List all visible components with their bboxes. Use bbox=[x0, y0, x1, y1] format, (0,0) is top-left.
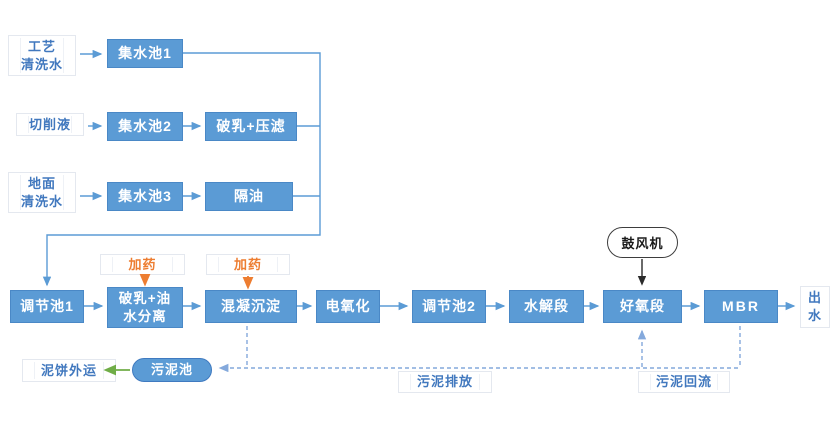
process-box-collection-pool-1: 集水池1 bbox=[107, 39, 183, 68]
process-box-electro-oxidation: 电氧化 bbox=[316, 290, 380, 323]
dosing-label-2: 加药 bbox=[206, 254, 290, 275]
source-label-cutting-fluid: 切削液 bbox=[16, 113, 84, 136]
source-label-process-rinse-water: 工艺 清洗水 bbox=[8, 35, 76, 76]
process-box-mbr: MBR bbox=[704, 290, 778, 323]
process-box-collection-pool-3: 集水池3 bbox=[107, 182, 183, 211]
process-box-demulsification-oil-water-separation: 破乳+油 水分离 bbox=[107, 287, 183, 328]
process-box-collection-pool-2: 集水池2 bbox=[107, 112, 183, 141]
process-box-oil-separation: 隔油 bbox=[205, 182, 293, 211]
blower-oval: 鼓风机 bbox=[607, 227, 678, 258]
process-box-regulating-pool-2: 调节池2 bbox=[412, 290, 486, 323]
sludge-dashed-lines bbox=[218, 326, 741, 373]
process-box-hydrolysis-stage: 水解段 bbox=[509, 290, 584, 323]
sludge-discharge-label: 污泥排放 bbox=[398, 371, 492, 393]
sludge-return-label: 污泥回流 bbox=[638, 371, 730, 393]
effluent-label: 出 水 bbox=[800, 286, 830, 328]
process-box-demulsification-press-filter: 破乳+压滤 bbox=[205, 112, 297, 141]
source-label-floor-rinse-water: 地面 清洗水 bbox=[8, 172, 76, 213]
process-box-coagulation-sedimentation: 混凝沉淀 bbox=[205, 290, 297, 323]
sludge-tank-pill: 污泥池 bbox=[132, 358, 212, 382]
dosing-label-1: 加药 bbox=[100, 254, 185, 275]
sludge-cake-out-label: 泥饼外运 bbox=[22, 359, 116, 382]
process-box-regulating-pool-1: 调节池1 bbox=[10, 290, 84, 323]
dosing-arrows bbox=[139, 274, 254, 290]
process-box-aerobic-stage: 好氧段 bbox=[603, 290, 682, 323]
